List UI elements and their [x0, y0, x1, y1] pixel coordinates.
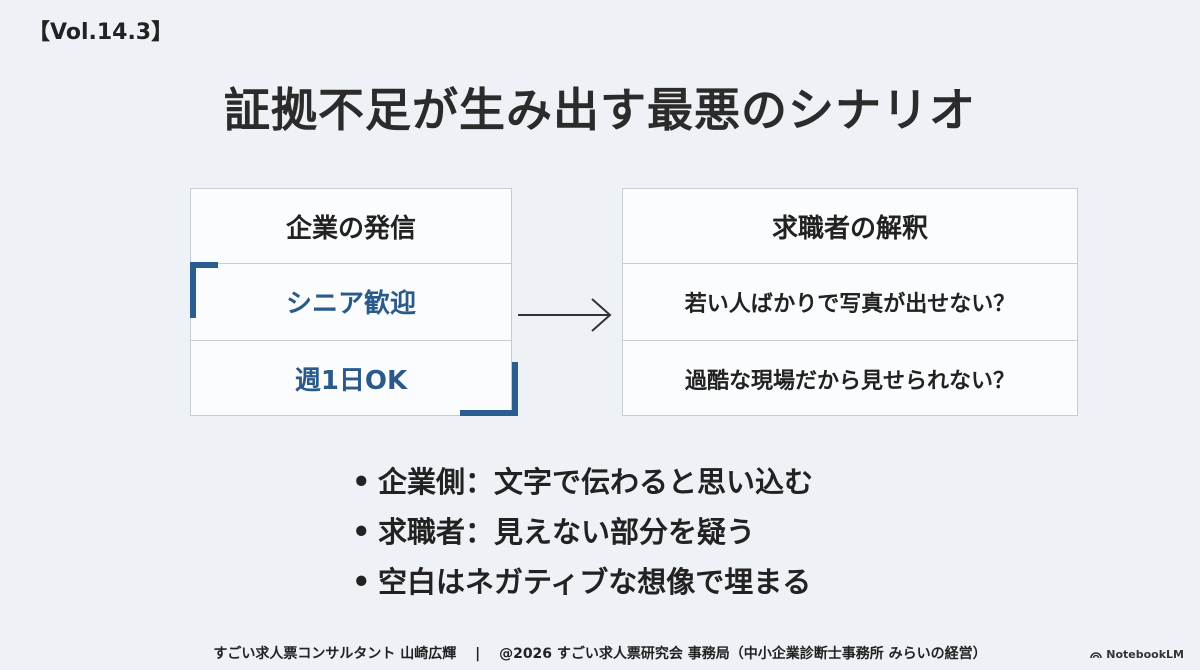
company-message-header: 企業の発信	[285, 213, 416, 244]
company-message-row: 週1日OK	[294, 366, 408, 396]
page-title: 証拠不足が生み出す最悪のシナリオ	[224, 83, 976, 137]
bullet-dot: •	[352, 565, 371, 599]
table-divider	[191, 340, 511, 341]
company-message-row: シニア歓迎	[285, 289, 416, 319]
footer-copyright: @2026 すごい求人票研究会 事務局（中小企業診断士事務所 みらいの経営）	[499, 646, 987, 662]
bullet-text: 求職者：見えない部分を疑う	[378, 515, 756, 549]
footer-separator: |	[475, 646, 481, 662]
volume-label: 【Vol.14.3】	[28, 20, 174, 45]
footer: すごい求人票コンサルタント 山崎広輝 | @2026 すごい求人票研究会 事務局…	[0, 643, 1200, 663]
bullet-dot: •	[352, 465, 371, 499]
bullet-text: 空白はネガティブな想像で埋まる	[378, 565, 812, 599]
bullet-text: 企業側：文字で伝わると思い込む	[378, 465, 814, 499]
corner-bracket-top-left	[190, 262, 218, 318]
footer-author: すごい求人票コンサルタント 山崎広輝	[213, 646, 457, 662]
bullet-dot: •	[352, 515, 371, 549]
jobseeker-interpretation-table: 求職者の解釈 若い人ばかりで写真が出せない？ 過酷な現場だから見せられない？	[622, 188, 1078, 416]
bullet-item: •空白はネガティブな想像で埋まる	[352, 558, 813, 608]
table-divider	[623, 340, 1077, 341]
jobseeker-interpretation-row: 若い人ばかりで写真が出せない？	[684, 291, 1016, 317]
brand-name: NotebookLM	[1106, 648, 1184, 661]
bullet-list: •企業側：文字で伝わると思い込む •求職者：見えない部分を疑う •空白はネガティ…	[352, 458, 813, 608]
table-divider	[623, 263, 1077, 264]
corner-bracket-bottom-right	[460, 362, 518, 416]
jobseeker-interpretation-header: 求職者の解釈	[771, 213, 928, 244]
bullet-item: •求職者：見えない部分を疑う	[352, 508, 813, 558]
bullet-item: •企業側：文字で伝わると思い込む	[352, 458, 813, 508]
notebooklm-brand: NotebookLM	[1090, 648, 1184, 661]
notebooklm-logo-icon	[1090, 652, 1103, 659]
right-arrow-icon	[518, 298, 612, 332]
company-message-table: 企業の発信 シニア歓迎 週1日OK	[190, 188, 512, 416]
table-divider	[191, 263, 511, 264]
jobseeker-interpretation-row: 過酷な現場だから見せられない？	[684, 368, 1015, 394]
